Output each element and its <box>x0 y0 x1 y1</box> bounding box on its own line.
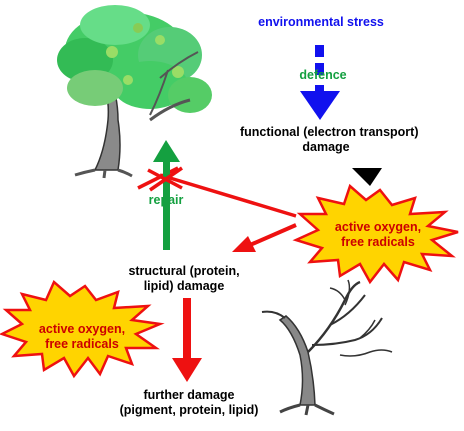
dead-tree-icon <box>261 279 393 416</box>
structural-damage-line2: lipid) damage <box>143 279 225 293</box>
structural-to-further-arrow <box>172 298 202 382</box>
functional-damage-label: functional (electron transport) damage <box>240 125 419 155</box>
functional-damage-line2: damage <box>302 140 350 154</box>
burst-left-line1: active oxygen, <box>38 322 126 336</box>
burst-right-line1: active oxygen, <box>334 220 422 234</box>
burst-right-text: active oxygen, free radicals <box>320 220 436 250</box>
x-cross-icon <box>147 166 183 192</box>
stress-arrow <box>300 45 340 120</box>
radicals-burst-right <box>292 183 459 285</box>
radicals-burst-left <box>0 279 165 379</box>
radicals-to-structural-arrow <box>232 223 297 252</box>
repair-label: repair <box>148 193 184 207</box>
functional-to-radicals-arrow <box>352 168 382 186</box>
burst-right-line2: free radicals <box>341 235 415 249</box>
burst-left-line2: free radicals <box>45 337 119 351</box>
environmental-stress-label: environmental stress <box>258 15 384 29</box>
defence-label: defence <box>299 68 347 82</box>
further-damage-label: further damage (pigment, protein, lipid) <box>104 388 274 418</box>
functional-damage-line1: functional (electron transport) <box>240 125 419 139</box>
further-damage-line2: (pigment, protein, lipid) <box>119 403 259 417</box>
healthy-tree-icon <box>57 5 212 179</box>
structural-damage-line1: structural (protein, <box>128 264 240 278</box>
radicals-to-tree-arrow <box>137 166 297 218</box>
further-damage-line1: further damage <box>143 388 235 402</box>
structural-damage-label: structural (protein, lipid) damage <box>104 264 264 294</box>
repair-arrow <box>153 140 180 250</box>
burst-left-text: active oxygen, free radicals <box>24 322 140 352</box>
